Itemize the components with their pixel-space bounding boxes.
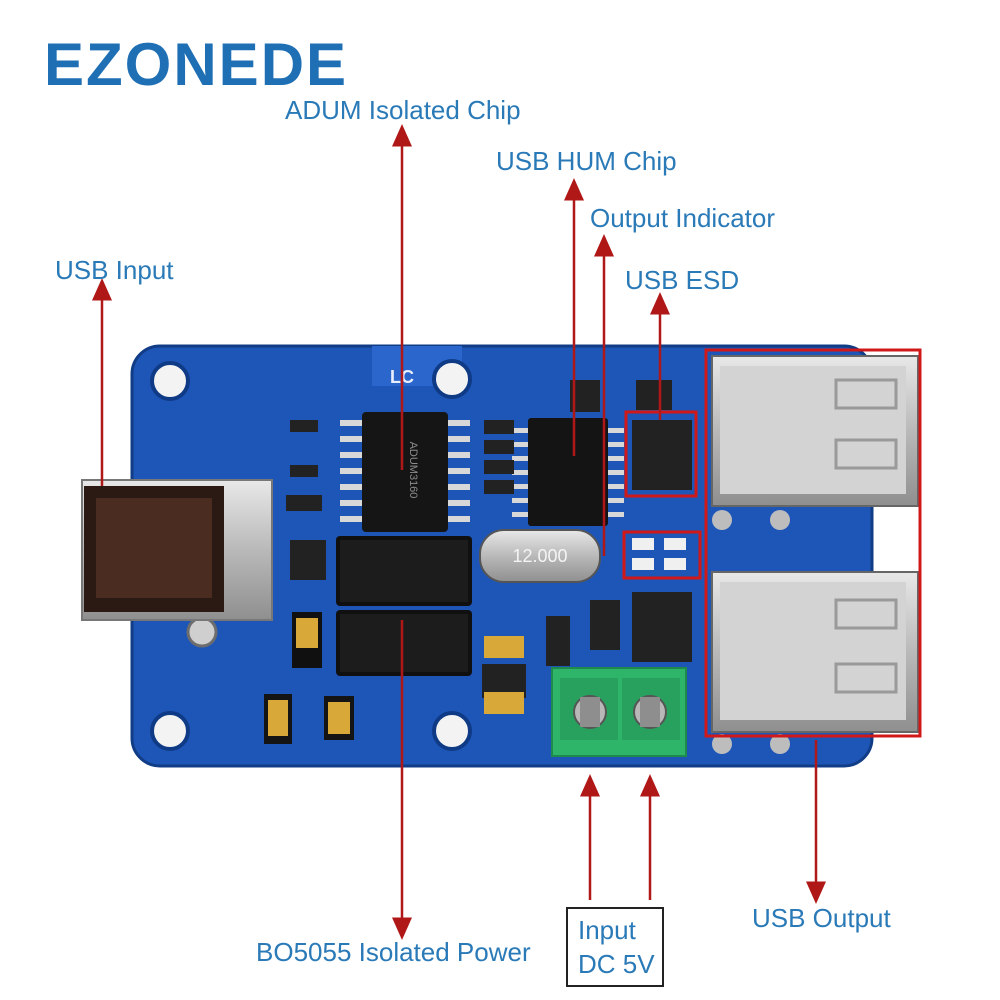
- mounting-hole: [150, 361, 190, 401]
- svg-text:ADUM3160: ADUM3160: [407, 442, 419, 499]
- label-usb-input: USB Input: [55, 255, 174, 285]
- input-dc-box: Input DC 5V: [566, 907, 664, 987]
- label-output-indicator: Output Indicator: [590, 203, 775, 233]
- label-usb-esd: USB ESD: [625, 265, 740, 295]
- mounting-hole: [150, 711, 190, 751]
- label-dc-5v: DC 5V: [578, 949, 655, 979]
- brand-logo: EZONEDE: [44, 31, 349, 98]
- label-adum-isolated-chip: ADUM Isolated Chip: [285, 95, 521, 125]
- svg-text:12.000: 12.000: [512, 546, 567, 566]
- callout-arrows: [92, 124, 826, 940]
- mounting-hole: [432, 359, 472, 399]
- mounting-hole: [432, 711, 472, 751]
- label-input: Input: [578, 915, 636, 945]
- crystal-oscillator: 12.000: [479, 529, 601, 583]
- label-usb-hum-chip: USB HUM Chip: [496, 146, 677, 176]
- dc-terminal-block: [551, 667, 687, 757]
- usb-a-ports: [704, 348, 922, 754]
- usb-b-connector: [81, 479, 273, 621]
- label-bo5055-isolated-power: BO5055 Isolated Power: [256, 937, 531, 967]
- adum-chip: ADUM3160: [340, 412, 470, 532]
- label-usb-output: USB Output: [752, 903, 891, 933]
- bo5055-modules: [336, 536, 472, 676]
- usb-hub-chip: [512, 418, 624, 526]
- output-indicator-leds: [622, 530, 702, 580]
- usb-output-box: [704, 348, 922, 738]
